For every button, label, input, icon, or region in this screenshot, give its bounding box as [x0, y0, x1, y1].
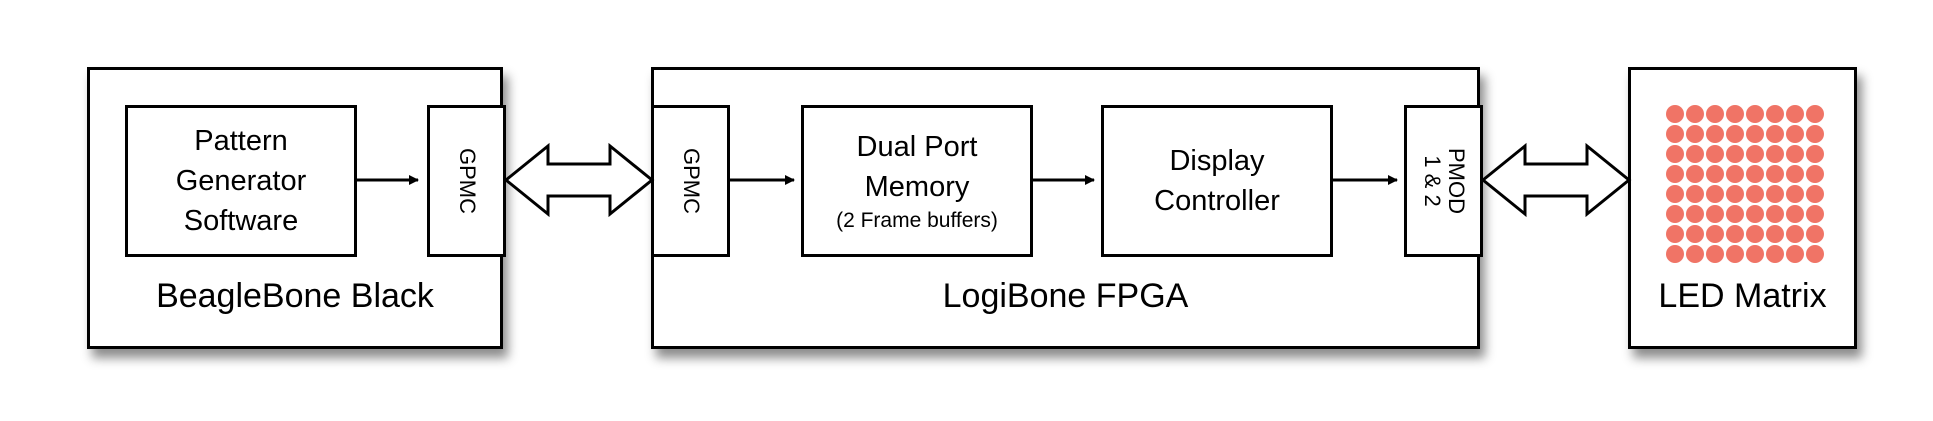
beaglebone-gpmc-port: GPMC: [427, 105, 506, 257]
led-dot: [1806, 185, 1824, 203]
led-matrix-title: LED Matrix: [1658, 277, 1827, 315]
led-dot: [1686, 105, 1704, 123]
led-dot: [1666, 205, 1684, 223]
led-dot: [1706, 145, 1724, 163]
led-dot: [1746, 125, 1764, 143]
led-dot: [1686, 205, 1704, 223]
pmod-port: PMOD 1 & 2: [1404, 105, 1483, 257]
led-dot: [1666, 125, 1684, 143]
led-dot: [1666, 185, 1684, 203]
beaglebone-black-block: Pattern Generator Software GPMC BeagleBo…: [87, 67, 506, 349]
beaglebone-black-title: BeagleBone Black: [156, 277, 434, 315]
software-line-1: Pattern: [194, 125, 288, 157]
controller-line-1: Display: [1169, 145, 1265, 177]
led-dot: [1786, 165, 1804, 183]
led-dot: [1666, 225, 1684, 243]
led-dot: [1666, 165, 1684, 183]
led-dot: [1726, 165, 1744, 183]
led-matrix-block: LED Matrix: [1628, 67, 1857, 349]
led-dot: [1726, 225, 1744, 243]
led-dot: [1686, 245, 1704, 263]
pattern-generator-software-box: Pattern Generator Software: [125, 105, 357, 257]
led-dot: [1666, 245, 1684, 263]
memory-line-1: Dual Port: [856, 131, 978, 163]
led-dot: [1786, 245, 1804, 263]
led-dot: [1726, 245, 1744, 263]
led-dot: [1786, 205, 1804, 223]
led-dot: [1686, 185, 1704, 203]
dual-port-memory-box: Dual Port Memory (2 Frame buffers): [801, 105, 1033, 257]
led-dot: [1726, 205, 1744, 223]
led-dot: [1766, 165, 1784, 183]
led-dot: [1726, 185, 1744, 203]
led-dot: [1706, 225, 1724, 243]
led-dot: [1786, 145, 1804, 163]
led-dot: [1806, 165, 1824, 183]
led-dot: [1786, 105, 1804, 123]
led-dot: [1686, 165, 1704, 183]
led-dot: [1806, 225, 1824, 243]
led-dot: [1766, 125, 1784, 143]
led-dot: [1726, 145, 1744, 163]
led-dot: [1726, 125, 1744, 143]
led-dot: [1746, 105, 1764, 123]
bidirectional-arrow-beaglebone-logibone: [503, 142, 655, 218]
logibone-fpga-block: GPMC Dual Port Memory (2 Frame buffers) …: [651, 67, 1483, 349]
memory-note: (2 Frame buffers): [836, 209, 998, 232]
bidirectional-arrow-logibone-led: [1480, 142, 1632, 218]
led-dot: [1766, 105, 1784, 123]
led-dot: [1746, 225, 1764, 243]
led-dot: [1786, 185, 1804, 203]
led-dot: [1766, 185, 1784, 203]
led-dot: [1806, 145, 1824, 163]
led-dot: [1806, 125, 1824, 143]
led-dot: [1746, 205, 1764, 223]
led-dot: [1806, 105, 1824, 123]
led-dot: [1666, 145, 1684, 163]
led-dot: [1726, 105, 1744, 123]
logibone-fpga-title: LogiBone FPGA: [942, 277, 1189, 315]
led-dot: [1786, 225, 1804, 243]
led-dot: [1766, 245, 1784, 263]
controller-line-2: Controller: [1154, 185, 1280, 217]
led-dot: [1786, 125, 1804, 143]
led-dot: [1766, 205, 1784, 223]
memory-line-2: Memory: [864, 171, 970, 203]
led-grid: [1666, 105, 1824, 263]
led-dot: [1706, 165, 1724, 183]
software-line-3: Software: [183, 205, 299, 237]
led-dot: [1766, 145, 1784, 163]
led-dot: [1806, 245, 1824, 263]
led-dot: [1686, 225, 1704, 243]
led-dot: [1706, 105, 1724, 123]
led-dot: [1666, 105, 1684, 123]
led-dot: [1746, 185, 1764, 203]
led-dot: [1746, 165, 1764, 183]
led-dot: [1686, 145, 1704, 163]
software-line-2: Generator: [175, 165, 307, 197]
display-controller-box: Display Controller: [1101, 105, 1333, 257]
led-dot: [1806, 205, 1824, 223]
led-dot: [1706, 205, 1724, 223]
led-dot: [1706, 185, 1724, 203]
led-dot: [1766, 225, 1784, 243]
led-dot: [1706, 245, 1724, 263]
led-dot: [1686, 125, 1704, 143]
led-dot: [1706, 125, 1724, 143]
led-dot: [1746, 145, 1764, 163]
led-dot: [1746, 245, 1764, 263]
